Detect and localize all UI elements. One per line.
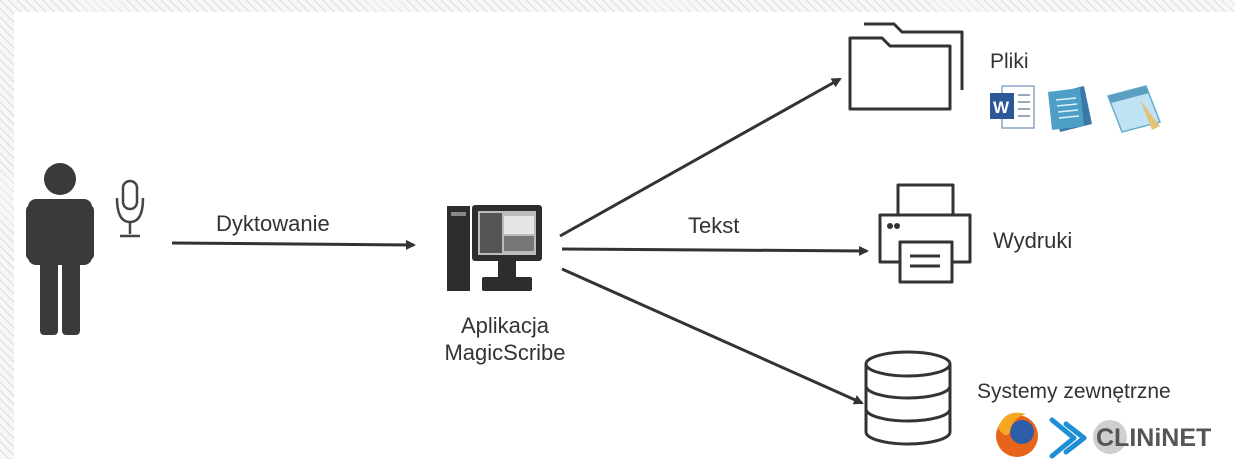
microphone-icon (115, 179, 145, 238)
printer-icon (878, 183, 972, 284)
word-icon: W (990, 85, 1035, 129)
prints-arrow (561, 245, 869, 256)
firefox-icon (996, 412, 1038, 457)
document-icon (1048, 86, 1092, 132)
text-label: Tekst (688, 213, 740, 238)
clininet-logo-icon: CLINiNET (1093, 420, 1211, 454)
computer-icon (447, 205, 542, 291)
systems-label: Systemy zewnętrzne (977, 380, 1171, 403)
folder-icon (848, 22, 964, 111)
svg-text:W: W (993, 98, 1010, 117)
person-icon (26, 163, 94, 335)
app-label-line1: Aplikacja (460, 313, 550, 338)
dictation-label: Dyktowanie (216, 211, 330, 236)
notepad-icon (1106, 85, 1162, 133)
database-icon (864, 350, 952, 446)
files-label: Pliki (990, 50, 1029, 73)
app-label: Aplikacja MagicScribe (420, 312, 590, 366)
dictation-arrow (171, 239, 416, 250)
clininet-logo-text: CLINiNET (1096, 424, 1211, 452)
prints-label: Wydruki (993, 228, 1073, 253)
systems-arrow (561, 267, 864, 405)
app-label-line2: MagicScribe (444, 340, 566, 365)
chevron-logo-icon (1049, 417, 1087, 459)
files-arrow (559, 77, 842, 238)
